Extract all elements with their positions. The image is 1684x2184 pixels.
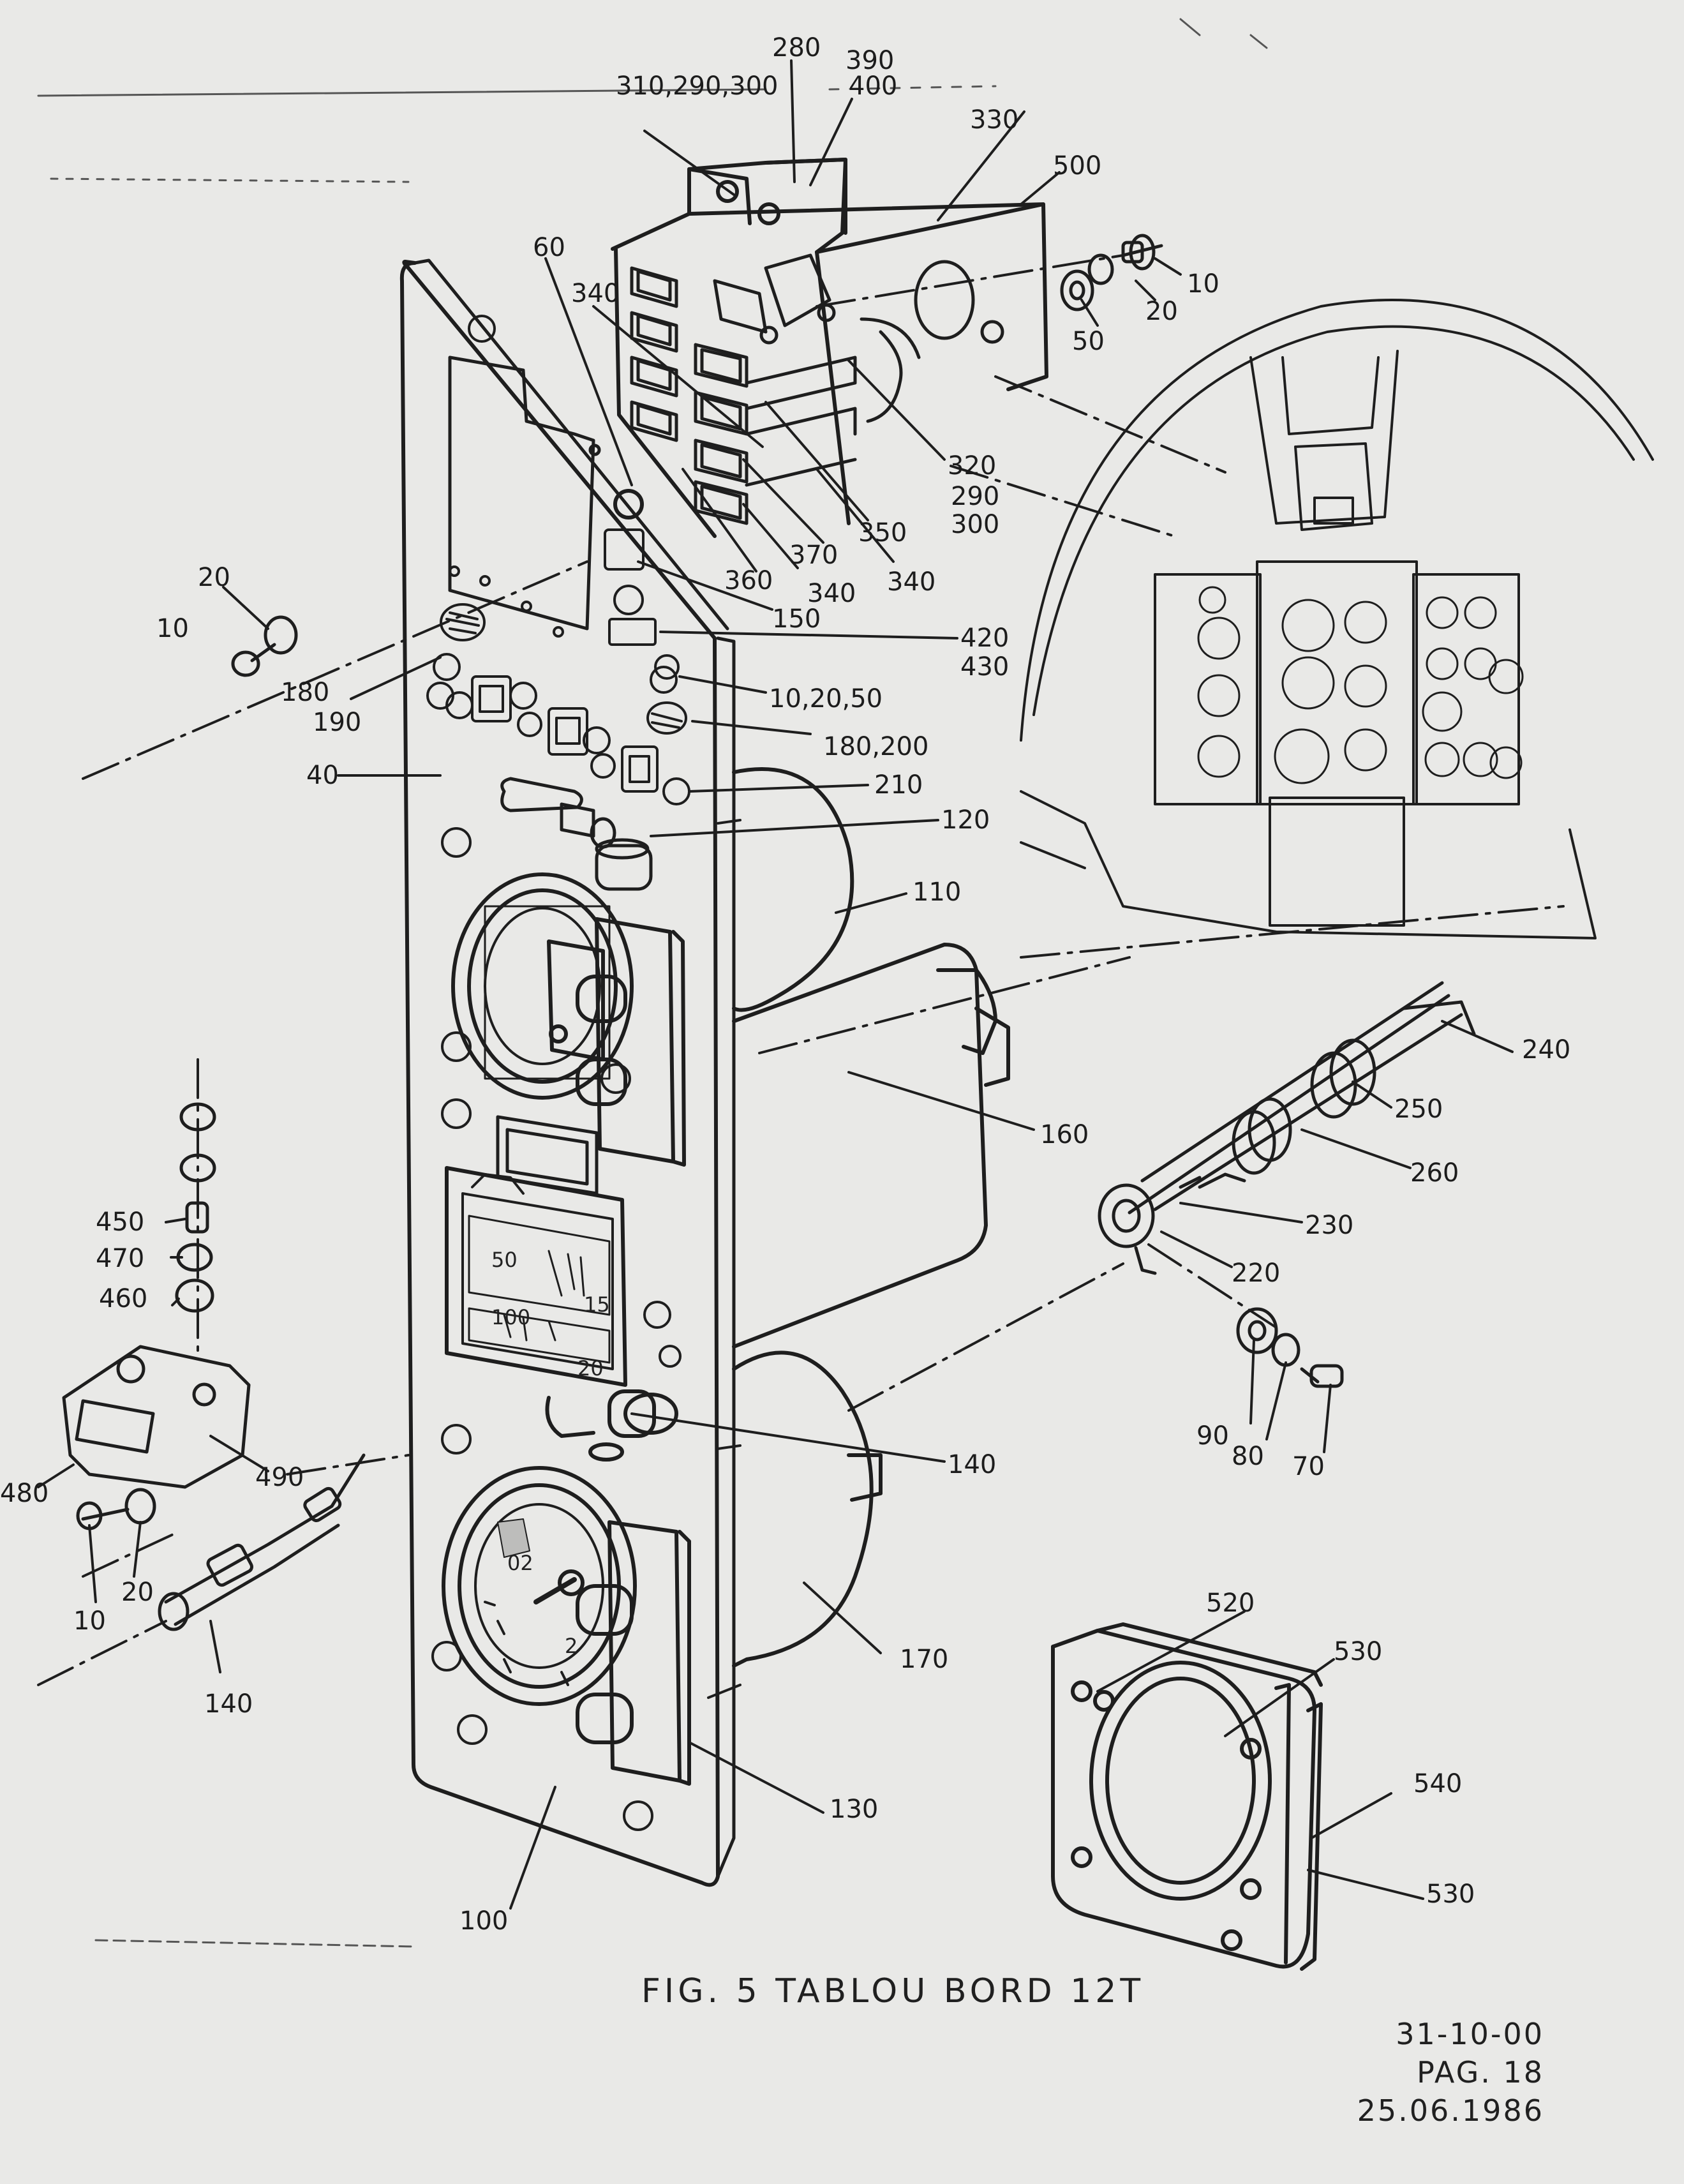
callout-80: 80 [1232, 1442, 1264, 1471]
callout-530-upper: 530 [1334, 1637, 1383, 1666]
callout-140-panel: 140 [948, 1450, 997, 1479]
figure-caption: FIG. 5 TABLOU BORD 12T [641, 1972, 1145, 2010]
callout-340-right: 340 [887, 567, 936, 597]
callout-330: 330 [970, 105, 1019, 135]
callout-20-left: 20 [198, 563, 230, 592]
callout-150: 150 [772, 604, 821, 634]
callout-20: 20 [1145, 297, 1178, 326]
callout-230: 230 [1305, 1211, 1354, 1240]
tape-scale-15: 15 [584, 1292, 610, 1317]
callout-360: 360 [724, 566, 773, 595]
leader-lines [37, 59, 1514, 1910]
callout-430: 430 [960, 652, 1010, 682]
callout-490: 490 [255, 1463, 304, 1492]
tape-scale-100: 100 [491, 1305, 531, 1329]
bezel [1051, 1622, 1323, 1971]
callout-220: 220 [1232, 1259, 1281, 1288]
callout-280: 280 [772, 33, 821, 63]
callout-180-200: 180,200 [823, 732, 929, 761]
callout-350: 350 [858, 518, 907, 548]
callout-160: 160 [1040, 1120, 1089, 1149]
callout-320: 320 [948, 451, 997, 481]
callout-460: 460 [99, 1284, 148, 1313]
shaft-assembly [1098, 981, 1476, 1275]
callout-60: 60 [533, 233, 565, 262]
callout-90: 90 [1196, 1421, 1229, 1451]
callout-340-lower: 340 [807, 579, 856, 608]
scan-artifacts [37, 18, 1268, 1948]
callout-50: 50 [1072, 327, 1105, 356]
callout-500: 500 [1053, 151, 1102, 181]
callout-40: 40 [306, 761, 339, 790]
callout-260: 260 [1410, 1158, 1459, 1188]
centerlines [37, 254, 1565, 1699]
tape-scale-50: 50 [491, 1248, 518, 1272]
callout-300: 300 [951, 510, 1000, 539]
callout-240: 240 [1522, 1035, 1571, 1065]
footer-page: PAG. 18 [1417, 2055, 1544, 2090]
callout-470: 470 [96, 1244, 145, 1273]
callout-100: 100 [459, 1906, 509, 1936]
dial-marking-02: 02 [507, 1551, 533, 1575]
callout-180: 180 [281, 678, 330, 707]
callout-210: 210 [874, 770, 923, 800]
callout-450: 450 [96, 1208, 145, 1237]
callout-130: 130 [830, 1795, 879, 1824]
callout-70: 70 [1292, 1452, 1325, 1481]
footer-date: 25.06.1986 [1357, 2093, 1544, 2128]
top-connector-box [611, 158, 1048, 538]
callout-540: 540 [1413, 1769, 1463, 1799]
callout-190: 190 [313, 708, 362, 737]
callout-480: 480 [0, 1479, 49, 1508]
callout-520: 520 [1206, 1589, 1255, 1618]
callout-290: 290 [951, 482, 1000, 511]
callout-530-lower: 530 [1426, 1880, 1475, 1909]
main-panel [399, 258, 741, 1887]
callout-10-20-50: 10,20,50 [769, 684, 883, 714]
callout-370: 370 [789, 541, 838, 570]
rear-instruments [732, 767, 1010, 1668]
callout-140-cable: 140 [204, 1689, 253, 1719]
tape-scale-20: 20 [577, 1356, 604, 1380]
callout-340-upper: 340 [571, 279, 620, 308]
callout-20-clamp: 20 [121, 1578, 154, 1607]
dial-marking-2: 2 [565, 1634, 578, 1658]
callout-10: 10 [1187, 269, 1219, 299]
callout-170: 170 [900, 1645, 949, 1674]
callout-110: 110 [913, 878, 962, 907]
cockpit-inset [1020, 299, 1654, 939]
callout-310-290-300: 310,290,300 [616, 71, 779, 101]
callout-120: 120 [941, 805, 990, 835]
callout-10-left: 10 [156, 614, 189, 643]
callout-420: 420 [960, 624, 1010, 653]
callout-10-clamp: 10 [73, 1606, 106, 1636]
callout-400: 400 [849, 71, 898, 101]
footer-section: 31-10-00 [1396, 2017, 1544, 2051]
callout-250: 250 [1394, 1095, 1443, 1124]
callout-390: 390 [846, 46, 895, 75]
